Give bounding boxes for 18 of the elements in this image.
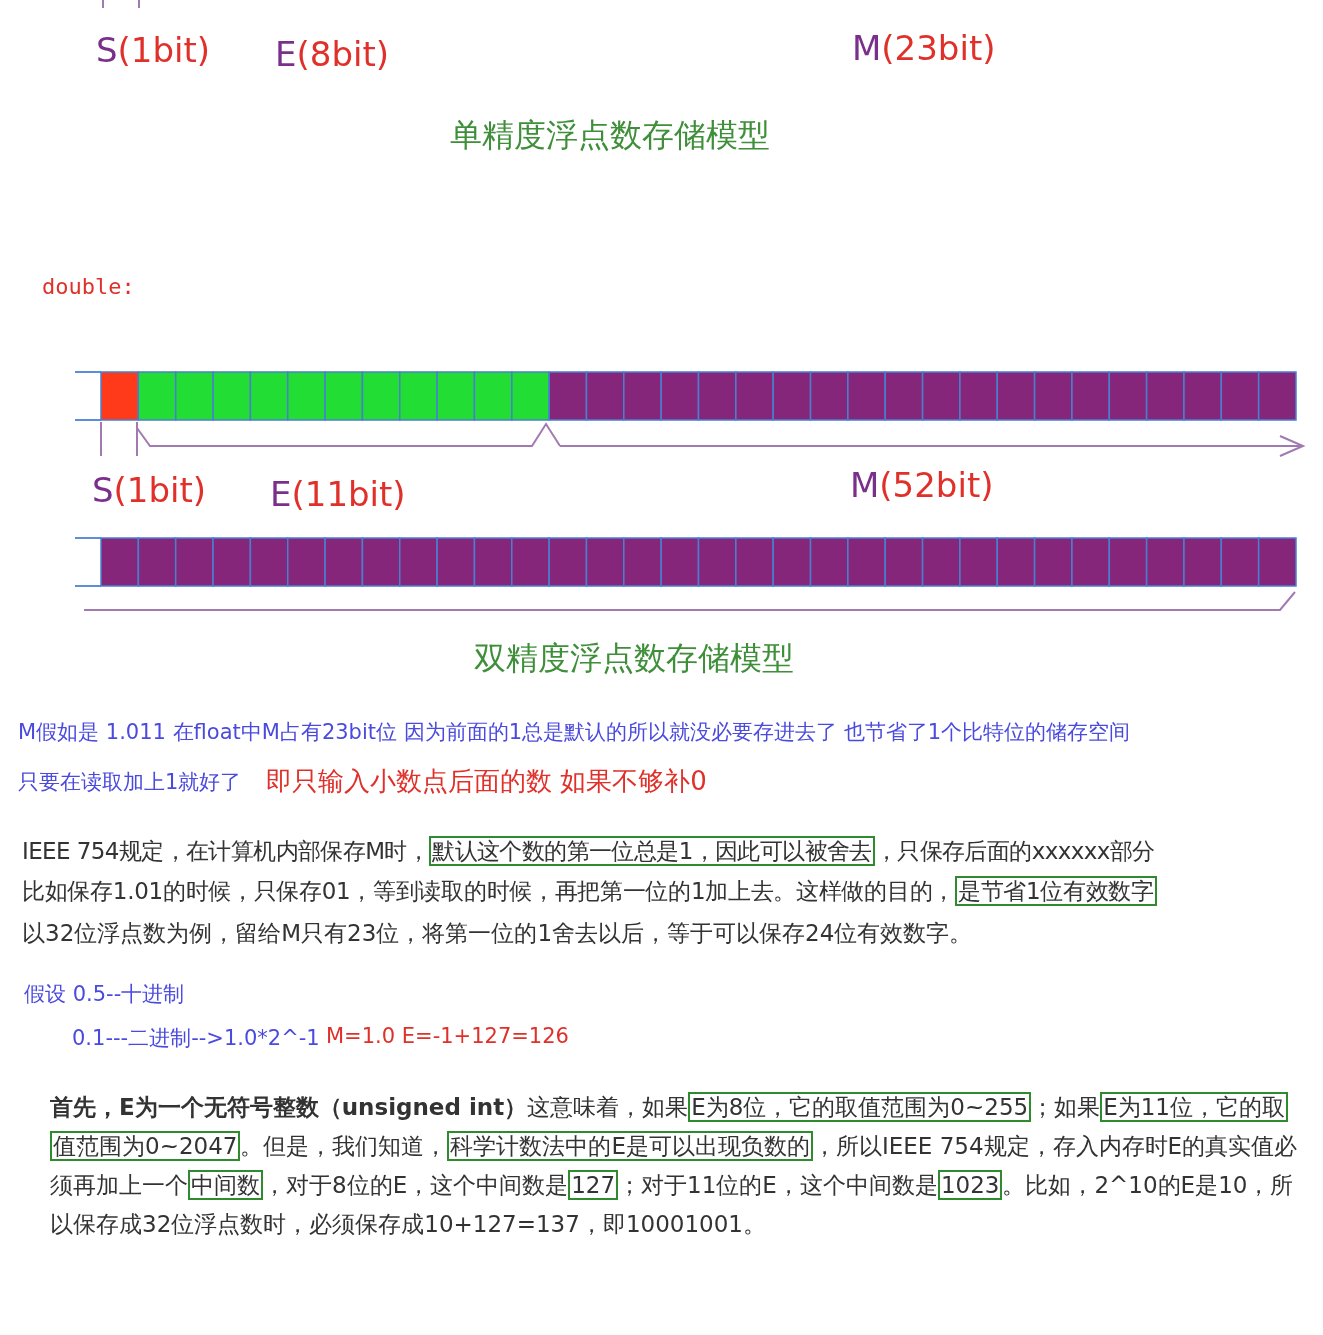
paragraph-line: 以32位浮点数为例，留给M只有23位，将第一位的1舍去以后，等于可以保存24位有效数字。 xyxy=(22,919,973,948)
paragraph-line: 比如保存1.01的时候，只保存01，等到读取的时候，再把第一位的1加上去。这样做的目的，是节省1位有效数字 xyxy=(22,876,1157,907)
note-text: 假设 0.5--十进制 xyxy=(24,981,185,1008)
note-text: M=1.0 E=-1+127=126 xyxy=(326,1024,569,1048)
field-label: M(52bit) xyxy=(850,465,994,505)
note-text: M假如是 1.011 在float中M占有23bit位 因为前面的1总是默认的所以就没必要存进去了 也节省了1个比特位的储存空间 xyxy=(18,719,1131,746)
paragraph-line: IEEE 754规定，在计算机内部保存M时，默认这个数的第一位总是1，因此可以被舍去，只保存后面的xxxxxx部分 xyxy=(22,836,1155,867)
model-caption: 单精度浮点数存储模型 xyxy=(450,115,770,156)
code-label: double: xyxy=(42,274,135,299)
field-label: S(1bit) xyxy=(96,30,211,70)
note-text: 即只输入小数点后面的数 如果不够补0 xyxy=(266,765,707,798)
field-label: S(1bit) xyxy=(92,470,207,510)
note-text: 只要在读取加上1就好了 xyxy=(18,769,242,796)
model-caption: 双精度浮点数存储模型 xyxy=(474,638,794,679)
field-label: M(23bit) xyxy=(852,28,996,68)
note-text: 0.1---二进制-->1.0*2^-1 xyxy=(72,1025,320,1052)
field-label: E(11bit) xyxy=(270,474,406,514)
field-label: E(8bit) xyxy=(275,34,389,74)
